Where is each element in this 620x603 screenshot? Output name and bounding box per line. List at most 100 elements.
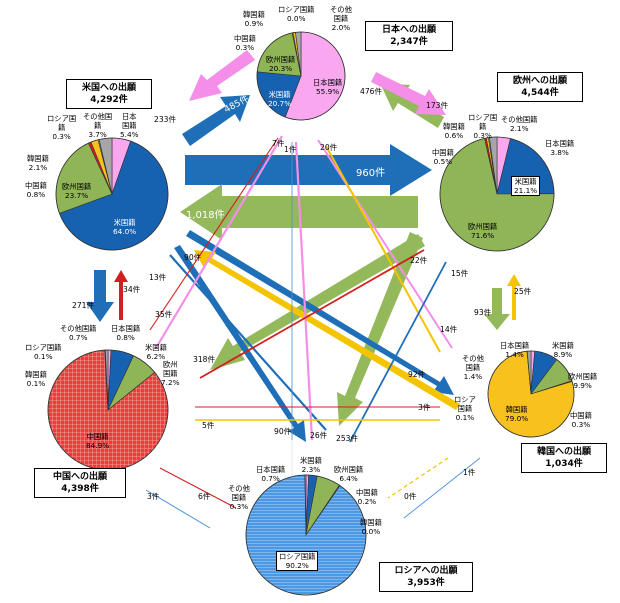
pie-label: 欧州国籍 20.3% bbox=[266, 55, 296, 73]
box-russia-total: 3,953件 bbox=[407, 578, 445, 588]
flow-label: 1件 bbox=[463, 468, 476, 477]
box-china: 中国への出願 4,398件 bbox=[34, 468, 126, 498]
flow-label: 1件 bbox=[284, 145, 297, 154]
flow-label: 253件 bbox=[336, 434, 359, 443]
flow-arrow-usa-europe bbox=[185, 144, 432, 196]
pie-label: ロシア国籍 0.1% bbox=[25, 343, 62, 361]
pie-outline-russia bbox=[245, 474, 367, 596]
pie-label: 欧州国籍 23.7% bbox=[62, 182, 92, 200]
box-usa-title: 米国への出願 bbox=[81, 83, 136, 93]
pie-outline-japan bbox=[256, 31, 346, 121]
pie-label: 中国籍 0.3% bbox=[234, 34, 256, 52]
flow-arrow-japan-china bbox=[155, 135, 283, 349]
flow-arrow-china-japan bbox=[149, 137, 279, 331]
pie-label: 韓国籍 0.9% bbox=[243, 10, 265, 28]
flow-label: 0件 bbox=[404, 492, 417, 501]
pie-label: その他 国籍 1.4% bbox=[462, 354, 484, 381]
pie-label: 日本国籍 1.4% bbox=[500, 341, 530, 359]
flow-arrow-usa-japan bbox=[182, 95, 250, 146]
pie-label: ロシア国 籍 0.3% bbox=[468, 113, 498, 140]
box-europe-title: 欧州への出願 bbox=[512, 76, 567, 86]
pie-label: ロシア 国籍 0.1% bbox=[454, 395, 476, 422]
flow-label: 6件 bbox=[198, 492, 211, 501]
flow-label: 173件 bbox=[426, 101, 449, 110]
flow-label: 22件 bbox=[410, 256, 428, 265]
box-japan-title: 日本への出願 bbox=[381, 25, 436, 35]
flow-arrow-korea-japan bbox=[325, 145, 441, 353]
flow-label: 14件 bbox=[440, 325, 458, 334]
pie-russia bbox=[245, 474, 367, 596]
pie-korea bbox=[487, 350, 575, 438]
pie-label: その他 国籍 2.0% bbox=[330, 5, 352, 32]
box-china-title: 中国への出願 bbox=[52, 472, 107, 482]
pie-label: 日本国籍 0.8% bbox=[111, 324, 141, 342]
flow-arrow-china-europe bbox=[199, 249, 425, 379]
flow-arrow-japan-usa bbox=[189, 50, 255, 101]
pie-label: その他 国籍 0.3% bbox=[228, 484, 250, 511]
flow-arrow-china-russia bbox=[159, 467, 237, 509]
flow-label: 476件 bbox=[360, 87, 383, 96]
pie-label: 日本国籍 55.9% bbox=[313, 78, 343, 96]
flow-label: 13件 bbox=[149, 273, 167, 282]
pie-label: 欧州国籍 6.4% bbox=[334, 465, 364, 483]
flow-arrow-korea-europe bbox=[507, 274, 521, 320]
pie-label: 韓国籍 0.6% bbox=[443, 122, 465, 140]
flow-label: 271件 bbox=[72, 301, 95, 310]
flow-arrows bbox=[86, 50, 521, 529]
box-europe-total: 4,544件 bbox=[521, 88, 559, 98]
pie-label: その他国籍 0.7% bbox=[60, 324, 97, 342]
pie-label: 中国籍 0.8% bbox=[25, 181, 47, 199]
pie-label: 韓国籍 0.1% bbox=[25, 370, 47, 388]
pie-label: 韓国籍 79.0% bbox=[505, 405, 529, 423]
pie-label: 中国籍 0.5% bbox=[432, 148, 454, 166]
flow-label: 3件 bbox=[147, 492, 160, 501]
flow-label: 34件 bbox=[123, 285, 141, 294]
box-usa: 米国への出願 4,292件 bbox=[66, 79, 152, 109]
pie-label: その他国籍 2.1% bbox=[501, 115, 538, 133]
flow-arrow-japan-europe bbox=[371, 72, 446, 115]
pie-label: 日本 国籍 5.4% bbox=[120, 112, 139, 139]
pie-outline-europe bbox=[439, 136, 555, 252]
pie-label: 米国籍 8.9% bbox=[552, 341, 574, 359]
pie-label: 韓国籍 0.0% bbox=[360, 518, 382, 536]
flow-arrow-europe-china bbox=[210, 234, 425, 370]
flow-label: 92件 bbox=[408, 370, 426, 379]
box-russia-title: ロシアへの出願 bbox=[394, 566, 458, 576]
flow-label: 26件 bbox=[310, 431, 328, 440]
flow-label: 90件 bbox=[274, 427, 292, 436]
flow-label: 90件 bbox=[184, 253, 202, 262]
flow-arrow-korea-usa bbox=[194, 250, 460, 410]
flow-arrow-usa-russia bbox=[174, 245, 306, 442]
flow-arrow-usa-china bbox=[86, 270, 114, 322]
flow-label: 233件 bbox=[154, 115, 177, 124]
box-europe: 欧州への出願 4,544件 bbox=[497, 72, 583, 102]
flow-label: 35件 bbox=[155, 310, 173, 319]
pie-label: 米国籍 6.2% bbox=[145, 343, 167, 361]
pie-japan bbox=[256, 31, 346, 121]
flow-label: 93件 bbox=[474, 308, 492, 317]
box-japan: 日本への出願 2,347件 bbox=[365, 21, 453, 51]
flow-label: 15件 bbox=[451, 269, 469, 278]
box-korea-total: 1,034件 bbox=[545, 459, 583, 469]
flow-arrow-russia-usa bbox=[169, 254, 327, 431]
box-russia: ロシアへの出願 3,953件 bbox=[379, 562, 473, 592]
flow-label: 1,018件 bbox=[186, 210, 225, 221]
pie-china bbox=[47, 349, 169, 471]
pie-label: 米国籍 21.1% bbox=[511, 176, 541, 196]
flow-label: 20件 bbox=[320, 143, 338, 152]
flow-arrow-korea-russia bbox=[387, 457, 449, 499]
pie-label: 欧州 国籍 7.2% bbox=[161, 360, 180, 387]
box-china-total: 4,398件 bbox=[61, 484, 99, 494]
flow-arrow-russia-china bbox=[145, 489, 211, 529]
flow-label: 5件 bbox=[202, 421, 215, 430]
pie-outline-korea bbox=[487, 350, 575, 438]
pie-usa bbox=[55, 137, 169, 251]
flow-arrow-russia-korea bbox=[403, 457, 481, 519]
flow-arrow-japan-korea bbox=[317, 139, 453, 349]
flow-label: 7件 bbox=[272, 139, 285, 148]
pie-label: その他国 籍 3.7% bbox=[83, 112, 113, 139]
box-japan-total: 2,347件 bbox=[390, 37, 428, 47]
flow-arrow-usa-korea bbox=[186, 230, 454, 395]
pie-label: 日本国籍 3.8% bbox=[545, 139, 575, 157]
